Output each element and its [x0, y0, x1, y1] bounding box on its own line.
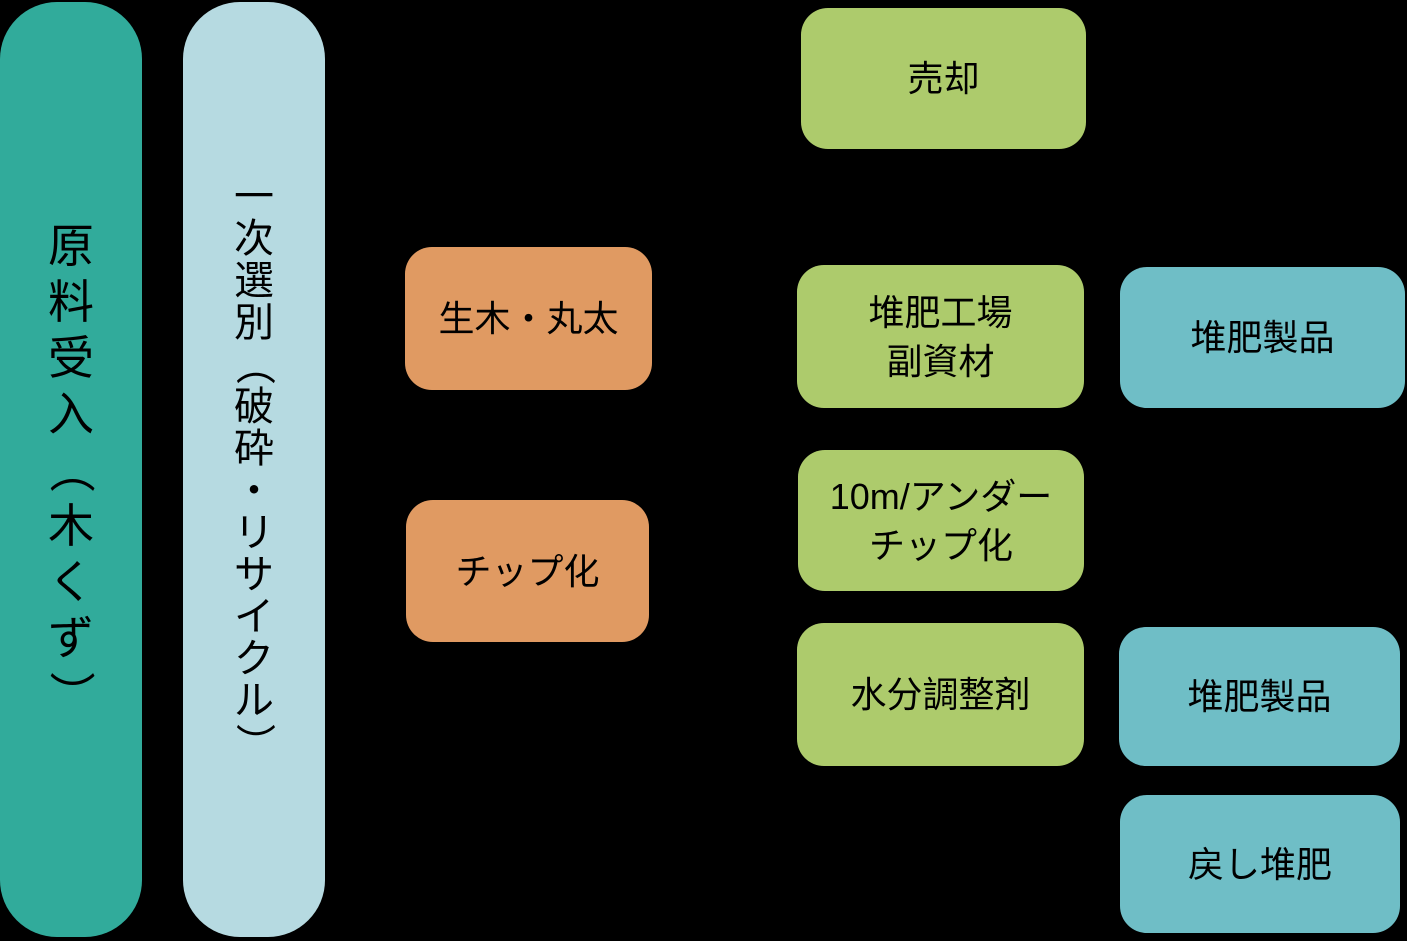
node-under-10m-chipping: 10m/アンダー チップ化 — [798, 450, 1084, 591]
column-primary-sorting: 一次選別（破砕・リサイクル） — [183, 2, 325, 937]
node-returned-compost: 戻し堆肥 — [1120, 795, 1400, 933]
node-label: 副資材 — [886, 340, 995, 382]
column-raw-material-intake: 原料受入（木くず） — [0, 2, 142, 937]
column-raw-material-intake-label: 原料受入（木くず） — [45, 219, 97, 717]
node-label: 売却 — [907, 58, 980, 99]
node-moisture-conditioner: 水分調整剤 — [797, 623, 1084, 766]
node-compost-product-1: 堆肥製品 — [1120, 267, 1405, 408]
column-primary-sorting-label: 一次選別（破砕・リサイクル） — [232, 174, 276, 763]
node-chipping: チップ化 — [406, 500, 649, 642]
node-label: 堆肥工場 — [868, 291, 1013, 333]
node-label: 水分調整剤 — [850, 674, 1031, 715]
node-label: チップ化 — [868, 524, 1013, 566]
node-raw-wood-logs: 生木・丸太 — [405, 247, 652, 390]
node-label: 生木・丸太 — [438, 298, 619, 339]
node-label: 堆肥製品 — [1190, 317, 1335, 358]
node-label: 10m/アンダー — [829, 475, 1053, 517]
node-label: チップ化 — [455, 550, 600, 592]
node-sale: 売却 — [801, 8, 1086, 149]
node-compost-factory-materials: 堆肥工場 副資材 — [797, 265, 1084, 408]
node-label: 戻し堆肥 — [1187, 843, 1332, 885]
node-compost-product-2: 堆肥製品 — [1119, 627, 1400, 766]
node-label: 堆肥製品 — [1187, 676, 1332, 717]
